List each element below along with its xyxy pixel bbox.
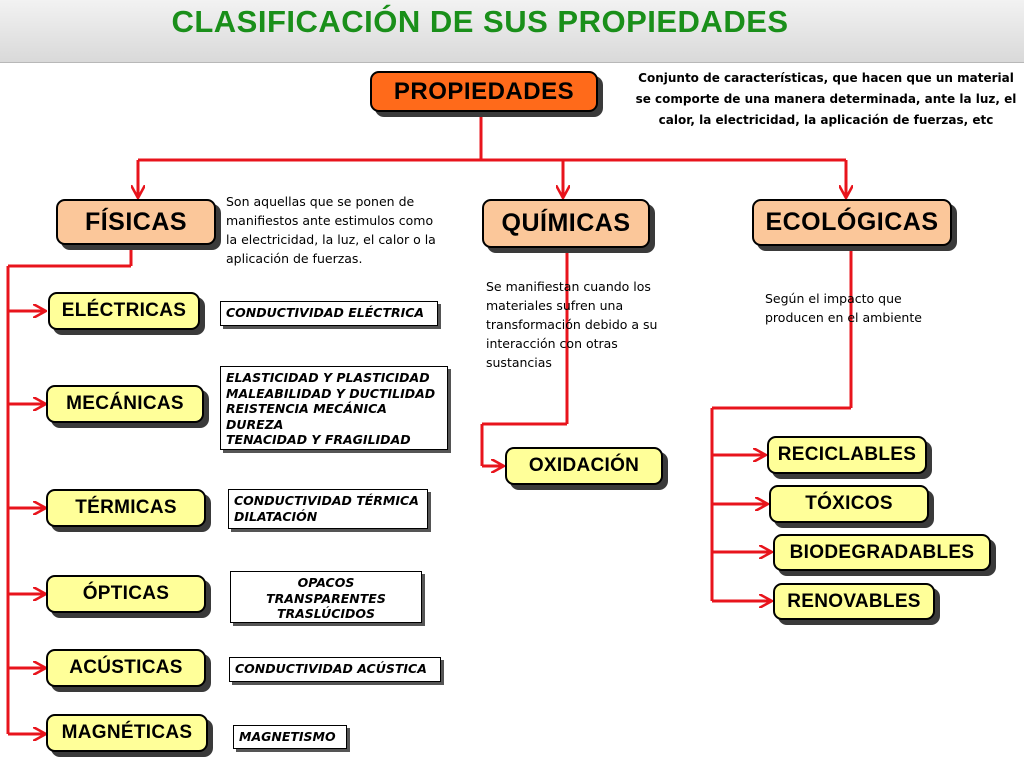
leaf-box-mecanicas: MECÁNICAS <box>46 385 204 423</box>
leaf-box-oxidacion: OXIDACIÓN <box>505 447 663 485</box>
quimicas-description: Se manifiestan cuando los materiales suf… <box>486 279 658 370</box>
detail-line: ELASTICIDAD Y PLASTICIDAD <box>226 370 430 385</box>
leaf-box-termicas: TÉRMICAS <box>46 489 206 527</box>
detail-line: CONDUCTIVIDAD ELÉCTRICA <box>226 305 425 320</box>
leaf-box-electricas: ELÉCTRICAS <box>48 292 200 330</box>
root-box-propiedades: PROPIEDADES <box>370 71 598 112</box>
detail-line: MAGNETISMO <box>239 729 336 744</box>
ecologicas-description: Según el impacto que producen en el ambi… <box>765 291 922 325</box>
detail-line: DILATACIÓN <box>234 508 318 524</box>
leaf-box-magneticas: MAGNÉTICAS <box>46 714 208 752</box>
detail-box-magneticas: MAGNETISMO <box>233 725 347 749</box>
leaf-box-acusticas: ACÚSTICAS <box>46 649 206 687</box>
fisicas-description: Son aquellas que se ponen de manifiestos… <box>226 194 436 266</box>
detail-line: TENACIDAD Y FRAGILIDAD <box>226 432 411 447</box>
detail-line: REISTENCIA MECÁNICA <box>226 401 387 416</box>
detail-box-acusticas: CONDUCTIVIDAD ACÚSTICA <box>229 657 441 682</box>
detail-line: CONDUCTIVIDAD TÉRMICA <box>234 493 419 508</box>
detail-line: MALEABILIDAD Y DUCTILIDAD <box>226 385 436 401</box>
detail-line: TRASLÚCIDOS <box>276 606 376 621</box>
leaf-box-reciclables: RECICLABLES <box>767 436 927 474</box>
detail-box-mecanicas: ELASTICIDAD Y PLASTICIDAD MALEABILIDAD Y… <box>220 366 448 450</box>
leaf-box-biodegradables: BIODEGRADABLES <box>773 534 991 571</box>
page-title: CLASIFICACIÓN DE SUS PROPIEDADES <box>171 4 789 39</box>
detail-line: TRANSPARENTES <box>266 590 386 606</box>
leaf-box-renovables: RENOVABLES <box>773 583 935 620</box>
category-box-quimicas: QUÍMICAS <box>482 199 650 248</box>
leaf-box-opticas: ÓPTICAS <box>46 575 206 613</box>
category-box-ecologicas: ECOLÓGICAS <box>752 199 952 246</box>
detail-line: CONDUCTIVIDAD ACÚSTICA <box>235 661 427 676</box>
category-box-fisicas: FÍSICAS <box>56 199 216 245</box>
leaf-box-toxicos: TÓXICOS <box>769 485 929 523</box>
detail-line: OPACOS <box>297 575 355 590</box>
detail-box-opticas: OPACOS TRANSPARENTES TRASLÚCIDOS <box>230 571 422 623</box>
detail-box-termicas: CONDUCTIVIDAD TÉRMICA DILATACIÓN <box>228 489 428 529</box>
detail-box-electricas: CONDUCTIVIDAD ELÉCTRICA <box>220 301 438 326</box>
header-bar <box>0 0 1024 63</box>
root-description: Conjunto de características, que hacen q… <box>635 71 1017 127</box>
detail-line: DUREZA <box>226 416 284 432</box>
